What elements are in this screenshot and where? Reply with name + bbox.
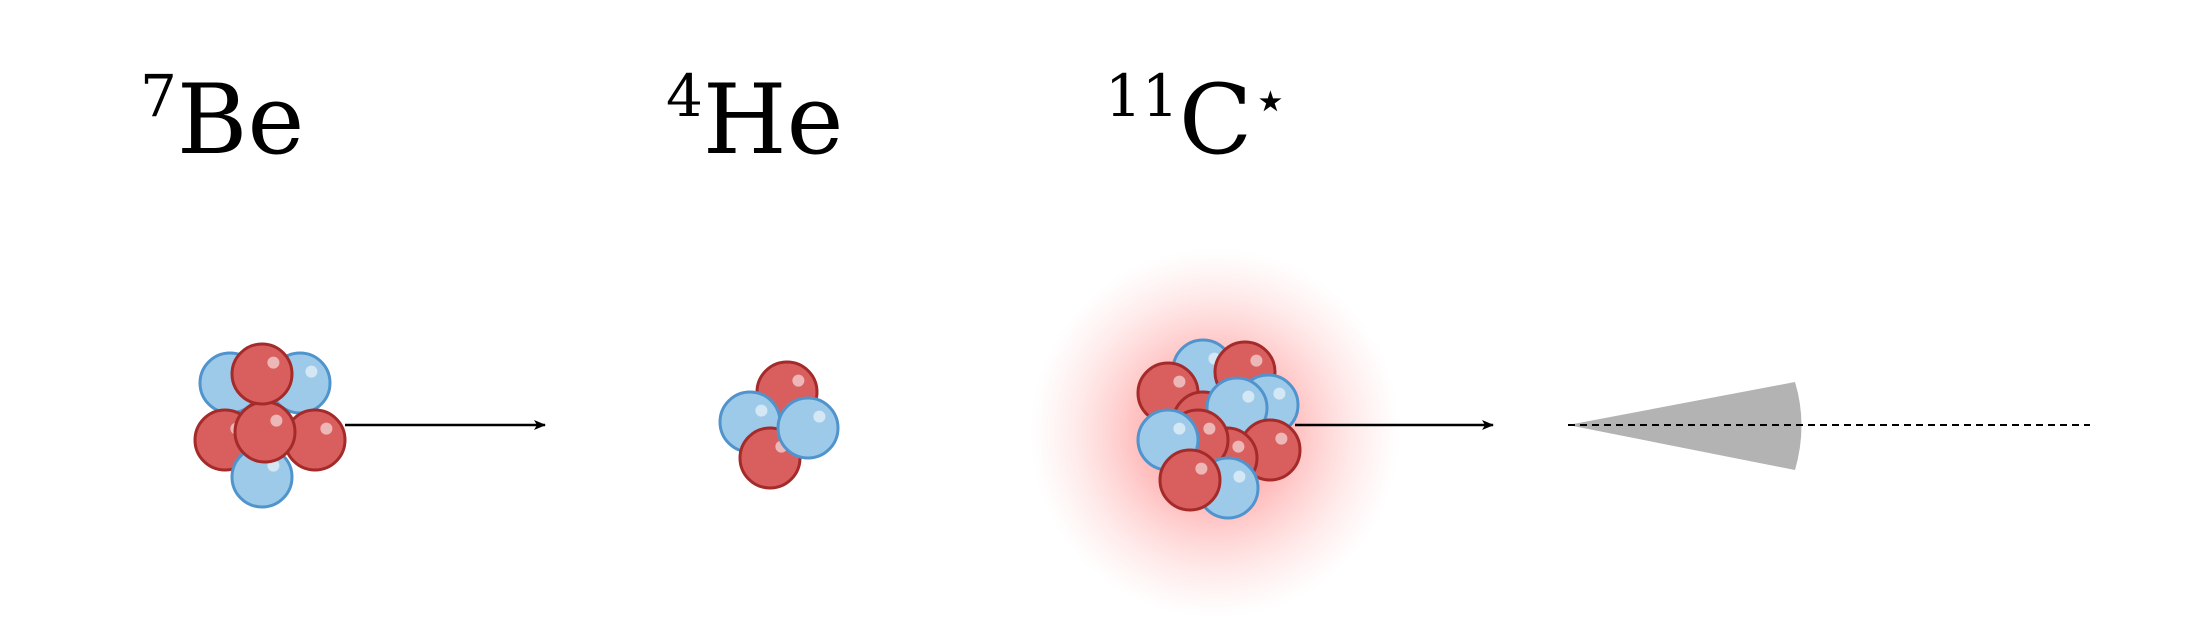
element-symbol: C (1178, 64, 1253, 176)
neutron (776, 396, 840, 460)
proton (1158, 448, 1222, 512)
label-carbon-11-excited: 11C⋆ (1105, 67, 1289, 168)
element-symbol: He (702, 64, 844, 176)
label-helium-4: 4He (666, 67, 843, 168)
label-beryllium-7: 7Be (140, 67, 304, 168)
proton (230, 342, 294, 406)
emission-cone (1568, 382, 1802, 470)
proton (283, 408, 347, 472)
helium-4-nucleus (718, 360, 840, 490)
mass-number: 4 (666, 62, 703, 130)
proton (233, 400, 297, 464)
excited-state-star: ⋆ (1252, 66, 1289, 134)
mass-number: 7 (140, 62, 177, 130)
element-symbol: Be (176, 64, 305, 176)
carbon-11-nucleus (1136, 338, 1302, 520)
beryllium-7-nucleus (193, 342, 347, 509)
mass-number: 11 (1105, 62, 1179, 130)
